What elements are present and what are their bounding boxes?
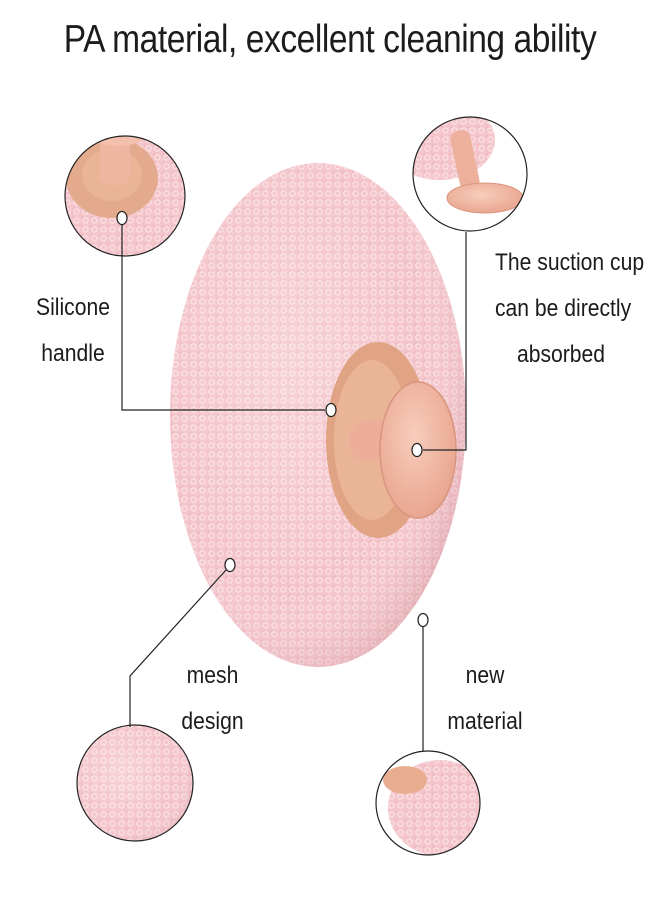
detail-circle-material (375, 750, 481, 856)
detail-circle-suction (412, 116, 528, 232)
callout-lines (116, 210, 467, 751)
detail-circle-handle (64, 135, 186, 257)
sponge-main (170, 163, 466, 667)
detail-circle-mesh (76, 724, 194, 842)
suction-cup-label: The suction cup can be directly absorbed (495, 249, 645, 368)
new-material-label: new material (447, 662, 523, 735)
silicone-handle-label: Silicone handle (36, 294, 110, 367)
page-title: PA material, excellent cleaning ability (63, 18, 597, 61)
mesh-design-label: mesh design (181, 662, 244, 735)
